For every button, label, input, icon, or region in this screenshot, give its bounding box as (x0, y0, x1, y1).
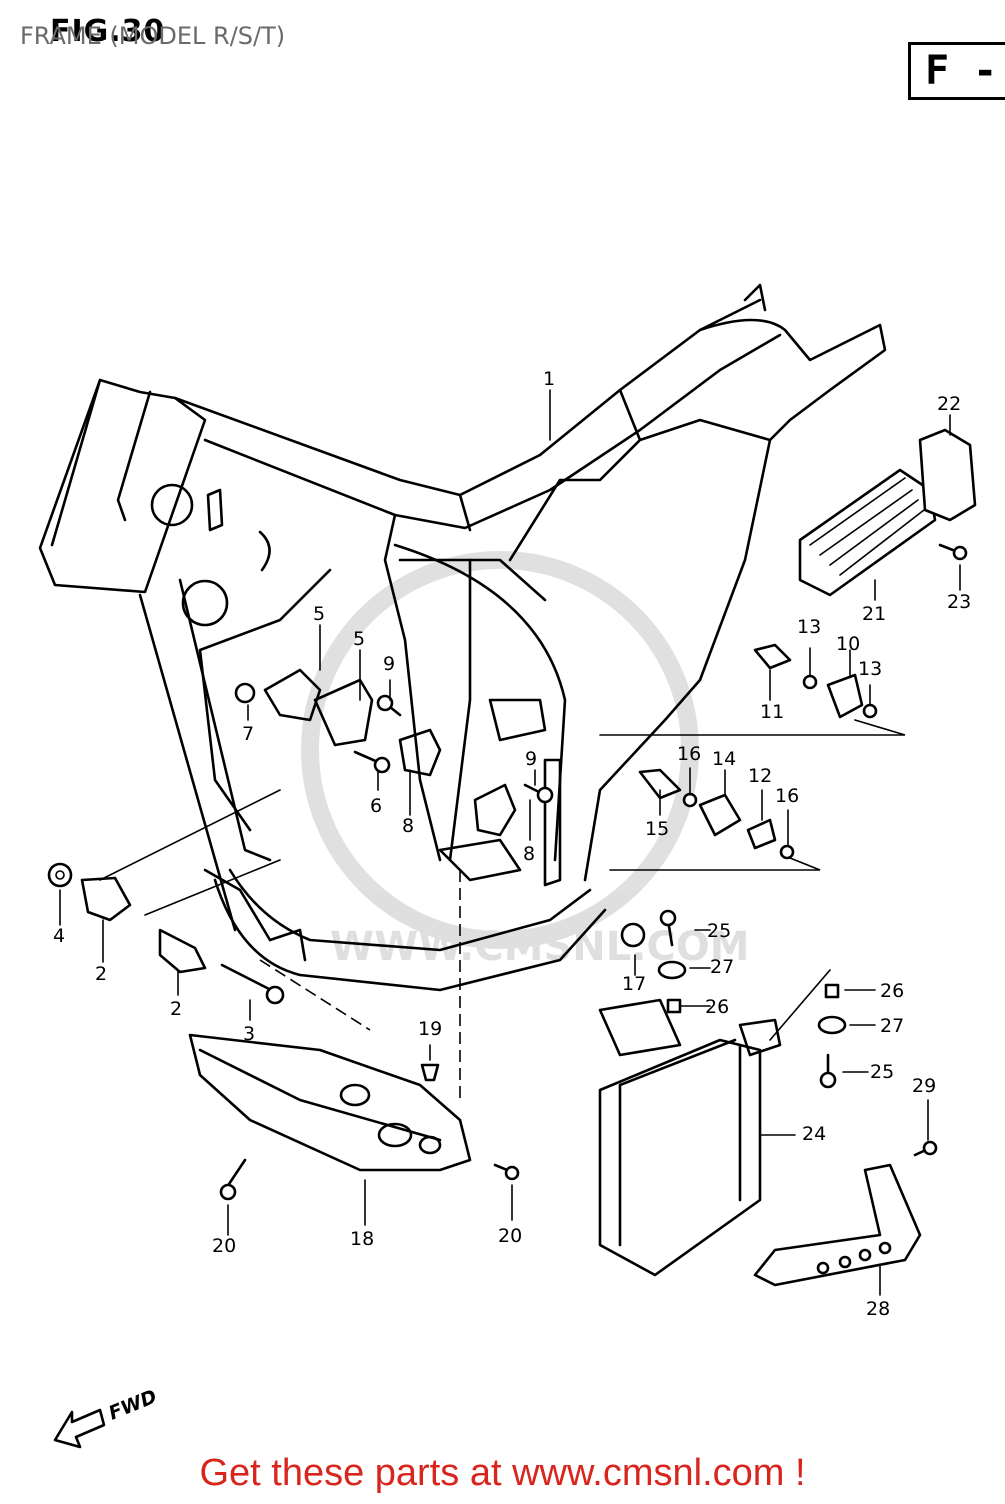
callout-20: 20 (212, 1235, 236, 1257)
callout-12: 12 (748, 765, 772, 787)
callout-9: 9 (525, 748, 537, 770)
callout-27: 27 (710, 956, 734, 978)
callout-26: 26 (880, 980, 904, 1002)
callout-25: 25 (707, 920, 731, 942)
callout-4: 4 (53, 925, 65, 947)
callout-5: 5 (313, 603, 325, 625)
callout-15: 15 (645, 818, 669, 840)
callout-13: 13 (797, 616, 821, 638)
main-frame (38, 283, 887, 992)
callout-28: 28 (866, 1298, 890, 1320)
callout-26: 26 (705, 996, 729, 1018)
callout-19: 19 (418, 1018, 442, 1040)
callout-6: 6 (370, 795, 382, 817)
battery-bracket (753, 1163, 922, 1287)
callout-7: 7 (242, 723, 254, 745)
callout-11: 11 (760, 701, 784, 723)
skid-plate (188, 1033, 472, 1172)
callout-20: 20 (498, 1225, 522, 1247)
callout-14: 14 (712, 748, 736, 770)
callout-8: 8 (402, 815, 414, 837)
fwd-label: FWD (106, 1386, 160, 1425)
forward-direction-arrow: FWD (53, 1386, 160, 1449)
figure-label: FIG.30 (50, 14, 166, 49)
callout-13: 13 (858, 658, 882, 680)
callout-16: 16 (775, 785, 799, 807)
callout-3: 3 (243, 1023, 255, 1045)
oil-cooler (798, 428, 977, 597)
callout-29: 29 (912, 1075, 936, 1097)
callout-9: 9 (383, 653, 395, 675)
small-parts (47, 543, 968, 1201)
callout-8: 8 (523, 843, 535, 865)
callout-27: 27 (880, 1015, 904, 1037)
leader-lines (59, 389, 961, 1296)
callout-24: 24 (802, 1123, 826, 1145)
callout-10: 10 (836, 633, 860, 655)
callout-17: 17 (622, 973, 646, 995)
callout-numbers: 1 2 2 3 4 5 5 6 7 8 8 9 9 10 11 12 13 13… (53, 368, 971, 1320)
callout-2: 2 (170, 998, 182, 1020)
callout-1: 1 (543, 368, 555, 390)
callout-5: 5 (353, 628, 365, 650)
battery-box (598, 998, 782, 1277)
callout-18: 18 (350, 1228, 374, 1250)
page-code-box: F - (908, 42, 1005, 100)
callout-2: 2 (95, 963, 107, 985)
promo-link[interactable]: Get these parts at www.cmsnl.com ! (199, 1452, 806, 1494)
callout-21: 21 (862, 603, 886, 625)
frame-label: FRAME (MODEL R/S/T) (20, 22, 286, 50)
callout-22: 22 (937, 393, 961, 415)
callout-25: 25 (870, 1061, 894, 1083)
mount-plates (80, 789, 281, 974)
callout-16: 16 (677, 743, 701, 765)
callout-23: 23 (947, 591, 971, 613)
